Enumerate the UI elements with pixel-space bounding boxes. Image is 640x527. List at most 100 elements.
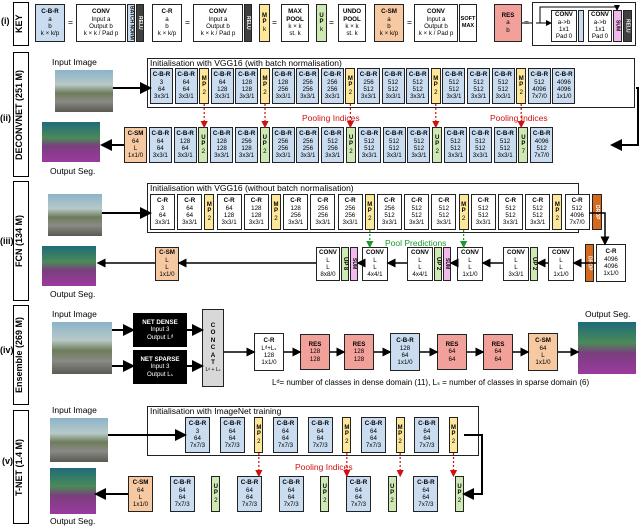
block-kernel: 2 — [461, 214, 466, 222]
block-param: 128 — [217, 86, 228, 93]
block-title: C-R — [344, 197, 356, 205]
block-letter: P — [398, 431, 403, 438]
block-letter: U — [389, 484, 395, 490]
block-kernel: 2 — [368, 214, 372, 222]
block-param: 128 — [290, 204, 301, 212]
block-letter: M — [451, 425, 456, 431]
block-param: 512 — [388, 137, 400, 145]
block-title: C-R — [290, 197, 302, 205]
block-kernel: 2 — [451, 437, 456, 445]
block-param: 3x3/1 — [300, 152, 316, 160]
block-param: 128 — [216, 137, 227, 145]
block-param: 64 — [225, 204, 233, 212]
deconv-turn-arrow — [610, 87, 639, 151]
block-param: 3x3/1 — [315, 219, 331, 227]
block-param: 512 — [499, 145, 511, 152]
fcn-up-block: UP 2 — [434, 247, 442, 281]
block-param: 4096 — [570, 212, 584, 219]
block-kernel: 2 — [555, 214, 560, 222]
block-letter: U — [201, 135, 206, 141]
block-param: 128 — [223, 212, 235, 219]
block-param: 512 — [327, 137, 338, 145]
block-param: 3x3/1 — [360, 93, 377, 101]
block-param: 64 — [159, 212, 166, 219]
block-param: 512 — [364, 145, 375, 152]
block-param: 64 — [181, 145, 189, 152]
block-param: 3x3/1 — [502, 219, 519, 227]
block-param: 64 — [287, 486, 295, 494]
block-param: 512 — [505, 212, 516, 219]
block-param: 512 — [411, 212, 422, 219]
block-letter: M — [433, 76, 439, 82]
block-kernel: 2 — [214, 496, 218, 504]
fcn-row-label: (iii) — [0, 236, 14, 246]
block-title: C-B-R — [238, 71, 256, 79]
tnet-input-image — [50, 418, 108, 462]
block-kernel: 2 — [349, 147, 353, 155]
key-equals: = — [329, 17, 334, 27]
block-param: 4096 — [557, 86, 571, 93]
block-param: 7x7/3 — [283, 501, 299, 509]
block-param: 3x3/1 — [248, 219, 264, 227]
block-letter: U — [435, 135, 440, 141]
fcn-init-label: Initialisation with VGG16 (without batch… — [150, 183, 354, 193]
block-param: 64 — [282, 435, 289, 442]
block-param: 64 — [287, 494, 295, 501]
deconv-input-image — [55, 70, 113, 112]
block-title: C-B-R — [274, 71, 292, 79]
block-letter: U — [348, 135, 354, 141]
block-title: C-B-R — [323, 71, 342, 79]
block-param: 64 — [218, 78, 226, 86]
block-letter: M — [262, 76, 268, 82]
key-res-bn — [578, 10, 584, 42]
block-param: 512 — [536, 145, 547, 152]
block-title: C-R — [477, 197, 489, 205]
block-title: C-B-R — [496, 130, 514, 138]
block-title: C-B-R — [282, 479, 300, 487]
block-title: C-R — [384, 197, 395, 205]
ens-output-label: Output Seg. — [585, 309, 631, 319]
block-letter: M — [256, 425, 262, 431]
block-param: 64 — [182, 78, 190, 86]
ens-class-note: Lᵈ= number of classes in dense domain (1… — [272, 378, 590, 387]
block-title: C-R — [223, 197, 235, 205]
block-kernel: 7 — [521, 147, 526, 155]
block-param: 3x3/1 — [153, 93, 170, 101]
block-kernel: 2 — [202, 88, 206, 96]
block-letter: P — [457, 490, 462, 497]
block-param: 512 — [505, 204, 516, 212]
block-title: C-R — [438, 197, 450, 205]
